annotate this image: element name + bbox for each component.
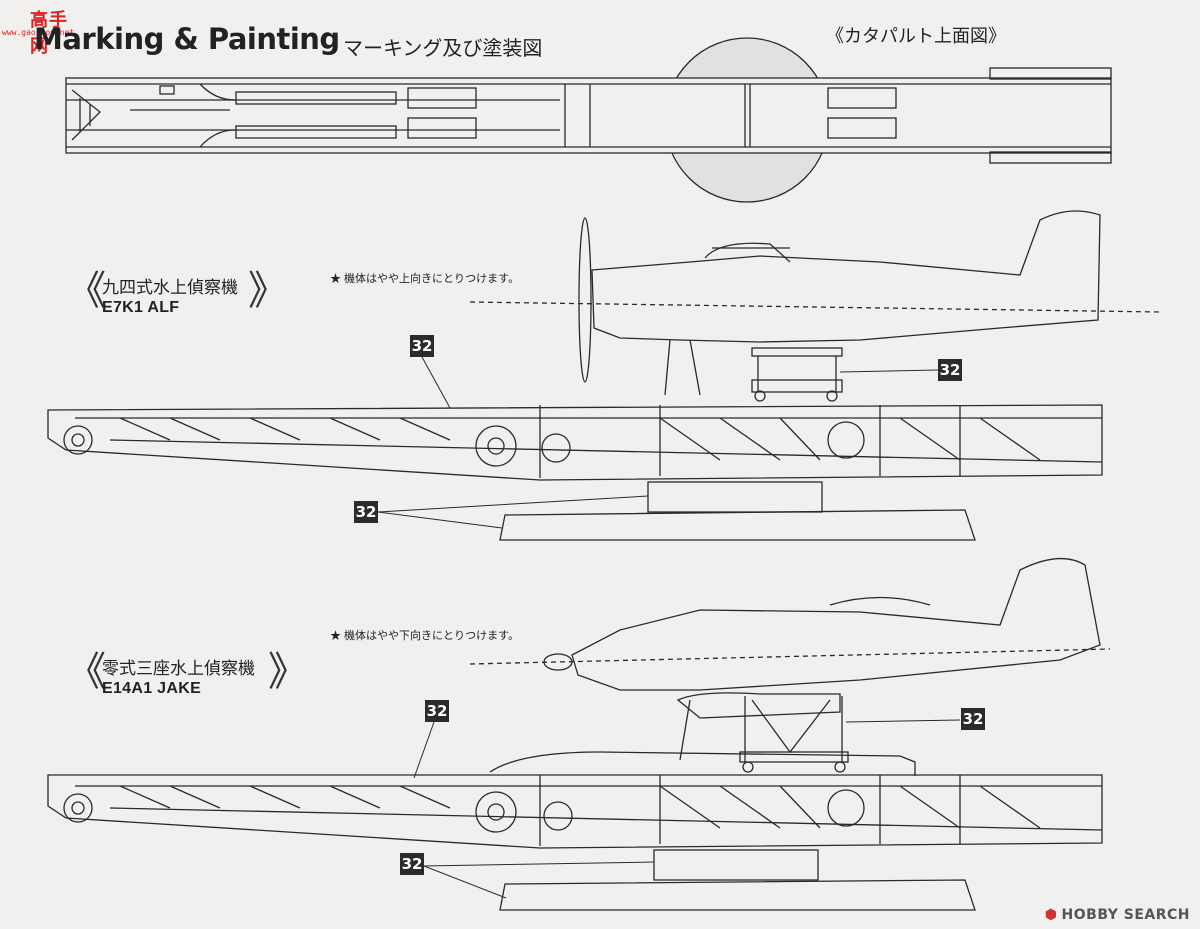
part-callout: 32 [938, 359, 962, 381]
logo-url: www.gaoshou.net [2, 28, 75, 37]
part-callout: 32 [400, 853, 424, 875]
e7k1-catapult-side-view [47, 404, 1103, 541]
e7k1-attitude-line [469, 301, 1161, 313]
e7k1-cradle [751, 347, 843, 402]
close-bracket: 》 [248, 268, 288, 314]
close-bracket: 》 [268, 649, 308, 695]
e14a1-catapult-side-view [47, 774, 1103, 911]
e14a1-leader-lines [413, 719, 961, 899]
e14a1-attitude-line [469, 648, 1111, 665]
e7k1-label-group: 《 九四式水上偵察機 E7K1 ALF 》 [66, 267, 288, 323]
e14a1-mounting-note: ★ 機体はやや下向きにとりつけます。 [330, 630, 520, 642]
top-view-title: 《カタパルト上面図》 [826, 26, 1006, 47]
e7k1-leader-lines [377, 356, 939, 529]
catapult-top-view [65, 37, 1112, 203]
part-callout: 32 [961, 708, 985, 730]
e7k1-aircraft-silhouette [578, 210, 1101, 396]
watermark-text: HOBBY SEARCH [1061, 907, 1190, 923]
page-title-japanese: マーキング及び塗装図 [343, 36, 543, 60]
e14a1-aircraft-silhouette [543, 557, 1101, 761]
e14a1-cradle [489, 696, 916, 776]
open-bracket: 《 [66, 268, 106, 314]
part-callout: 32 [410, 335, 434, 357]
part-callout: 32 [354, 501, 378, 523]
part-callout: 32 [425, 700, 449, 722]
e14a1-name-japanese: 零式三座水上偵察機 [102, 659, 255, 678]
e7k1-name-japanese: 九四式水上偵察機 [102, 278, 238, 297]
logo-name: 高手网 [30, 10, 68, 57]
hobby-search-watermark: ⬢HOBBY SEARCH [1045, 907, 1190, 923]
page-title: Marking & Painting [34, 22, 340, 56]
e14a1-name-english: E14A1 JAKE [102, 680, 202, 697]
e7k1-mounting-note: ★ 機体はやや上向きにとりつけます。 [330, 273, 520, 285]
e14a1-label-group: 《 零式三座水上偵察機 E14A1 JAKE 》 [66, 648, 312, 704]
open-bracket: 《 [66, 649, 106, 695]
site-logo: 高手网 www.gaoshou.net [0, 6, 75, 57]
e7k1-name-english: E7K1 ALF [102, 299, 180, 316]
hobby-search-logo-icon: ⬢ [1044, 907, 1058, 923]
